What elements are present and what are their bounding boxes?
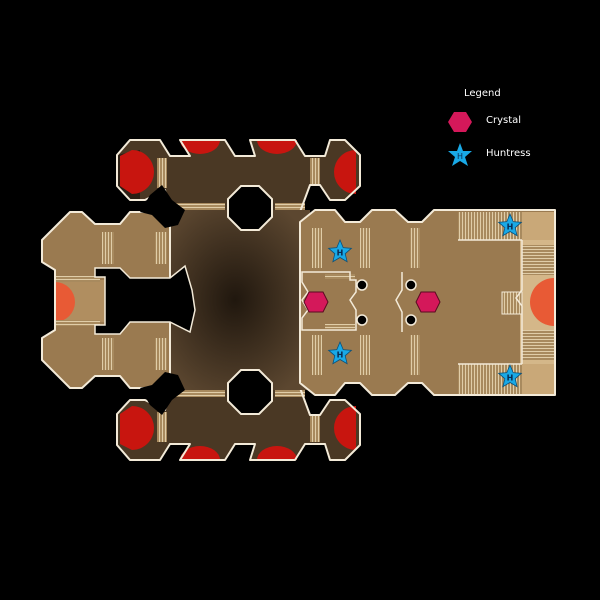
huntress-glyph: H — [337, 249, 344, 258]
red-zone — [180, 140, 220, 154]
hexagon-icon — [415, 291, 441, 313]
crystal-marker[interactable] — [415, 291, 441, 313]
huntress-marker[interactable]: H — [497, 212, 523, 237]
legend-title: Legend — [464, 88, 501, 99]
huntress-glyph: H — [507, 374, 514, 383]
legend-item-huntress: H Huntress — [448, 143, 558, 167]
star-icon — [497, 212, 523, 237]
pillar — [227, 369, 273, 415]
hexagon-icon — [448, 112, 472, 132]
huntress-glyph: H — [337, 351, 344, 360]
hexagon-icon — [303, 291, 329, 313]
star-icon: H — [448, 143, 472, 166]
orange-zone — [530, 278, 554, 326]
huntress-glyph: H — [507, 223, 514, 232]
pillar — [405, 279, 417, 291]
star-icon — [497, 363, 523, 388]
pillar — [405, 314, 417, 326]
north-wing — [116, 139, 361, 213]
star-icon — [327, 340, 353, 365]
legend-item-crystal: Crystal — [448, 110, 558, 134]
red-zone — [257, 140, 297, 154]
red-zone — [120, 150, 154, 194]
west-wing — [41, 185, 196, 415]
crystal-marker[interactable] — [303, 291, 329, 313]
red-zone — [334, 150, 356, 194]
legend-label: Crystal — [486, 115, 522, 126]
pillar — [227, 185, 273, 231]
huntress-marker[interactable]: H — [327, 238, 353, 263]
svg-text:H: H — [457, 152, 463, 161]
legend-label: Huntress — [486, 148, 531, 159]
pillar — [356, 279, 368, 291]
cattle-silhouette — [140, 372, 185, 415]
orange-zone — [55, 282, 75, 322]
cattle-silhouette — [140, 185, 185, 228]
huntress-marker[interactable]: H — [327, 340, 353, 365]
pillar — [356, 314, 368, 326]
cattle-silhouette-pit — [94, 264, 196, 335]
star-icon — [327, 238, 353, 263]
huntress-marker[interactable]: H — [497, 363, 523, 388]
